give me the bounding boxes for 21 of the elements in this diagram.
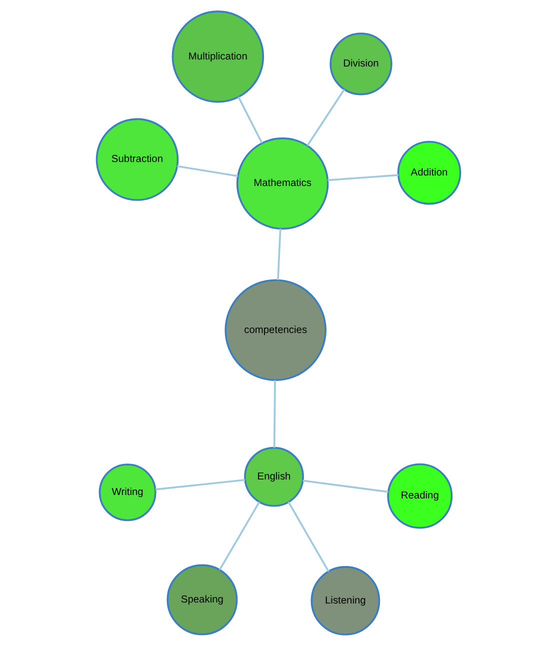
node-circle: Listening xyxy=(310,566,380,636)
connector xyxy=(328,174,399,182)
connector xyxy=(302,480,388,493)
node-circle: Addition xyxy=(397,140,462,205)
node-circle: Mathematics xyxy=(236,137,329,230)
connector xyxy=(238,96,263,144)
node-circle: competencies xyxy=(224,279,326,381)
node-circle: Speaking xyxy=(166,564,238,636)
node-circle: English xyxy=(244,446,304,507)
node-circle: Reading xyxy=(387,463,453,529)
node-circle: Division xyxy=(330,32,392,96)
connector xyxy=(277,228,282,280)
connector xyxy=(218,502,260,570)
connector xyxy=(288,501,330,572)
node-circle: Subtraction xyxy=(96,118,179,201)
node-circle: Multiplication xyxy=(172,10,264,103)
connector xyxy=(176,165,238,178)
connector xyxy=(155,479,246,490)
connector xyxy=(306,88,346,146)
node-circle: Writing xyxy=(98,464,156,522)
connector xyxy=(273,380,276,448)
